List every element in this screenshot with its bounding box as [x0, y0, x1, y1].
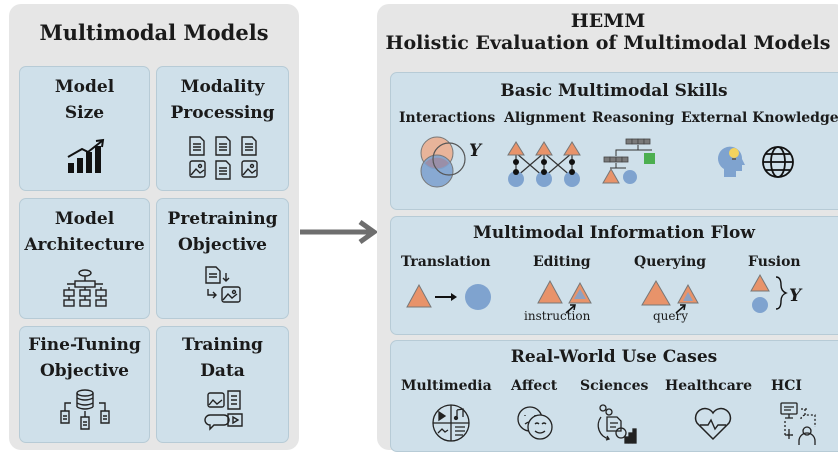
hemm-panel: HEMM Holistic Evaluation of Multimodal M…	[377, 4, 838, 452]
card-label-line2: Objective	[177, 235, 268, 255]
section-title: Real-World Use Cases	[510, 347, 718, 367]
multimodal-models-panel: Multimodal Models Model Size Modality Pr…	[9, 4, 299, 450]
editing-label: Editing	[533, 254, 591, 270]
document-image-grid-icon	[189, 136, 258, 180]
hci-label: HCI	[771, 378, 802, 394]
card-label-line2: Data	[200, 361, 245, 381]
translation-label: Translation	[401, 254, 491, 270]
model-architecture-card: Model Architecture	[19, 198, 150, 319]
pretraining-objective-card: Pretraining Objective	[156, 198, 289, 319]
affect-emoji-icon	[517, 406, 553, 440]
information-flow-box: Multimodal Information Flow Translation …	[390, 216, 838, 335]
reasoning-tree-icon	[602, 138, 655, 184]
modality-processing-card: Modality Processing	[156, 66, 289, 191]
querying-label: Querying	[634, 254, 707, 270]
sciences-label: Sciences	[580, 378, 649, 394]
card-label-line2: Objective	[39, 361, 130, 381]
card-label-line1: Training	[182, 335, 263, 355]
instruction-caption: instruction	[524, 309, 591, 323]
external-knowledge-label: External Knowledge	[681, 110, 838, 126]
y-symbol: Y	[469, 141, 482, 161]
affect-label: Affect	[511, 378, 558, 394]
card-label-line1: Model	[54, 209, 115, 229]
fine-tuning-objective-card: Fine-Tuning Objective	[19, 326, 150, 443]
model-size-card: Model Size	[19, 66, 150, 191]
fusion-y-symbol: Y	[789, 286, 802, 306]
alignment-label: Alignment	[504, 110, 586, 126]
training-data-card: Training Data	[156, 326, 289, 443]
querying-icon	[641, 280, 699, 314]
translation-icon	[406, 283, 491, 310]
arrow-icon	[300, 219, 379, 245]
interactions-label: Interactions	[399, 110, 496, 126]
text-to-image-icon	[205, 266, 241, 303]
multimedia-icon	[432, 404, 470, 442]
card-label-line1: Pretraining	[167, 209, 278, 229]
reasoning-label: Reasoning	[592, 110, 675, 126]
hci-icon	[780, 402, 816, 445]
card-label-line1: Model	[54, 77, 115, 97]
globe-icon	[762, 146, 794, 178]
sciences-icon	[597, 404, 637, 444]
alignment-icon	[507, 141, 581, 187]
basic-skills-box: Basic Multimodal Skills Interactions Ali…	[390, 72, 838, 210]
knowledge-head-icon	[718, 146, 745, 177]
query-caption: query	[653, 309, 689, 323]
panel-title: Multimodal Models	[39, 20, 269, 45]
venn-interactions-icon	[420, 136, 466, 188]
card-label-line1: Fine-Tuning	[28, 335, 141, 355]
card-label-line2: Processing	[170, 103, 275, 123]
growth-chart-icon	[67, 138, 105, 173]
fusion-icon	[750, 273, 788, 313]
heart-icon	[694, 407, 732, 441]
card-label-line2: Size	[64, 103, 105, 123]
multimedia-data-icon	[204, 390, 243, 431]
card-label-line2: Architecture	[24, 235, 145, 255]
section-title: Basic Multimodal Skills	[500, 81, 728, 101]
hemm-title: HEMM	[570, 10, 646, 32]
architecture-diagram-icon	[63, 269, 107, 307]
section-title: Multimodal Information Flow	[473, 223, 755, 243]
editing-icon	[537, 279, 592, 314]
use-cases-box: Real-World Use Cases Multimedia Affect S…	[390, 340, 838, 452]
database-documents-icon	[60, 389, 110, 430]
hemm-subtitle: Holistic Evaluation of Multimodal Models	[385, 32, 831, 54]
card-label-line1: Modality	[180, 77, 265, 97]
fusion-label: Fusion	[748, 254, 801, 270]
healthcare-label: Healthcare	[665, 378, 753, 394]
multimedia-label: Multimedia	[401, 378, 492, 394]
